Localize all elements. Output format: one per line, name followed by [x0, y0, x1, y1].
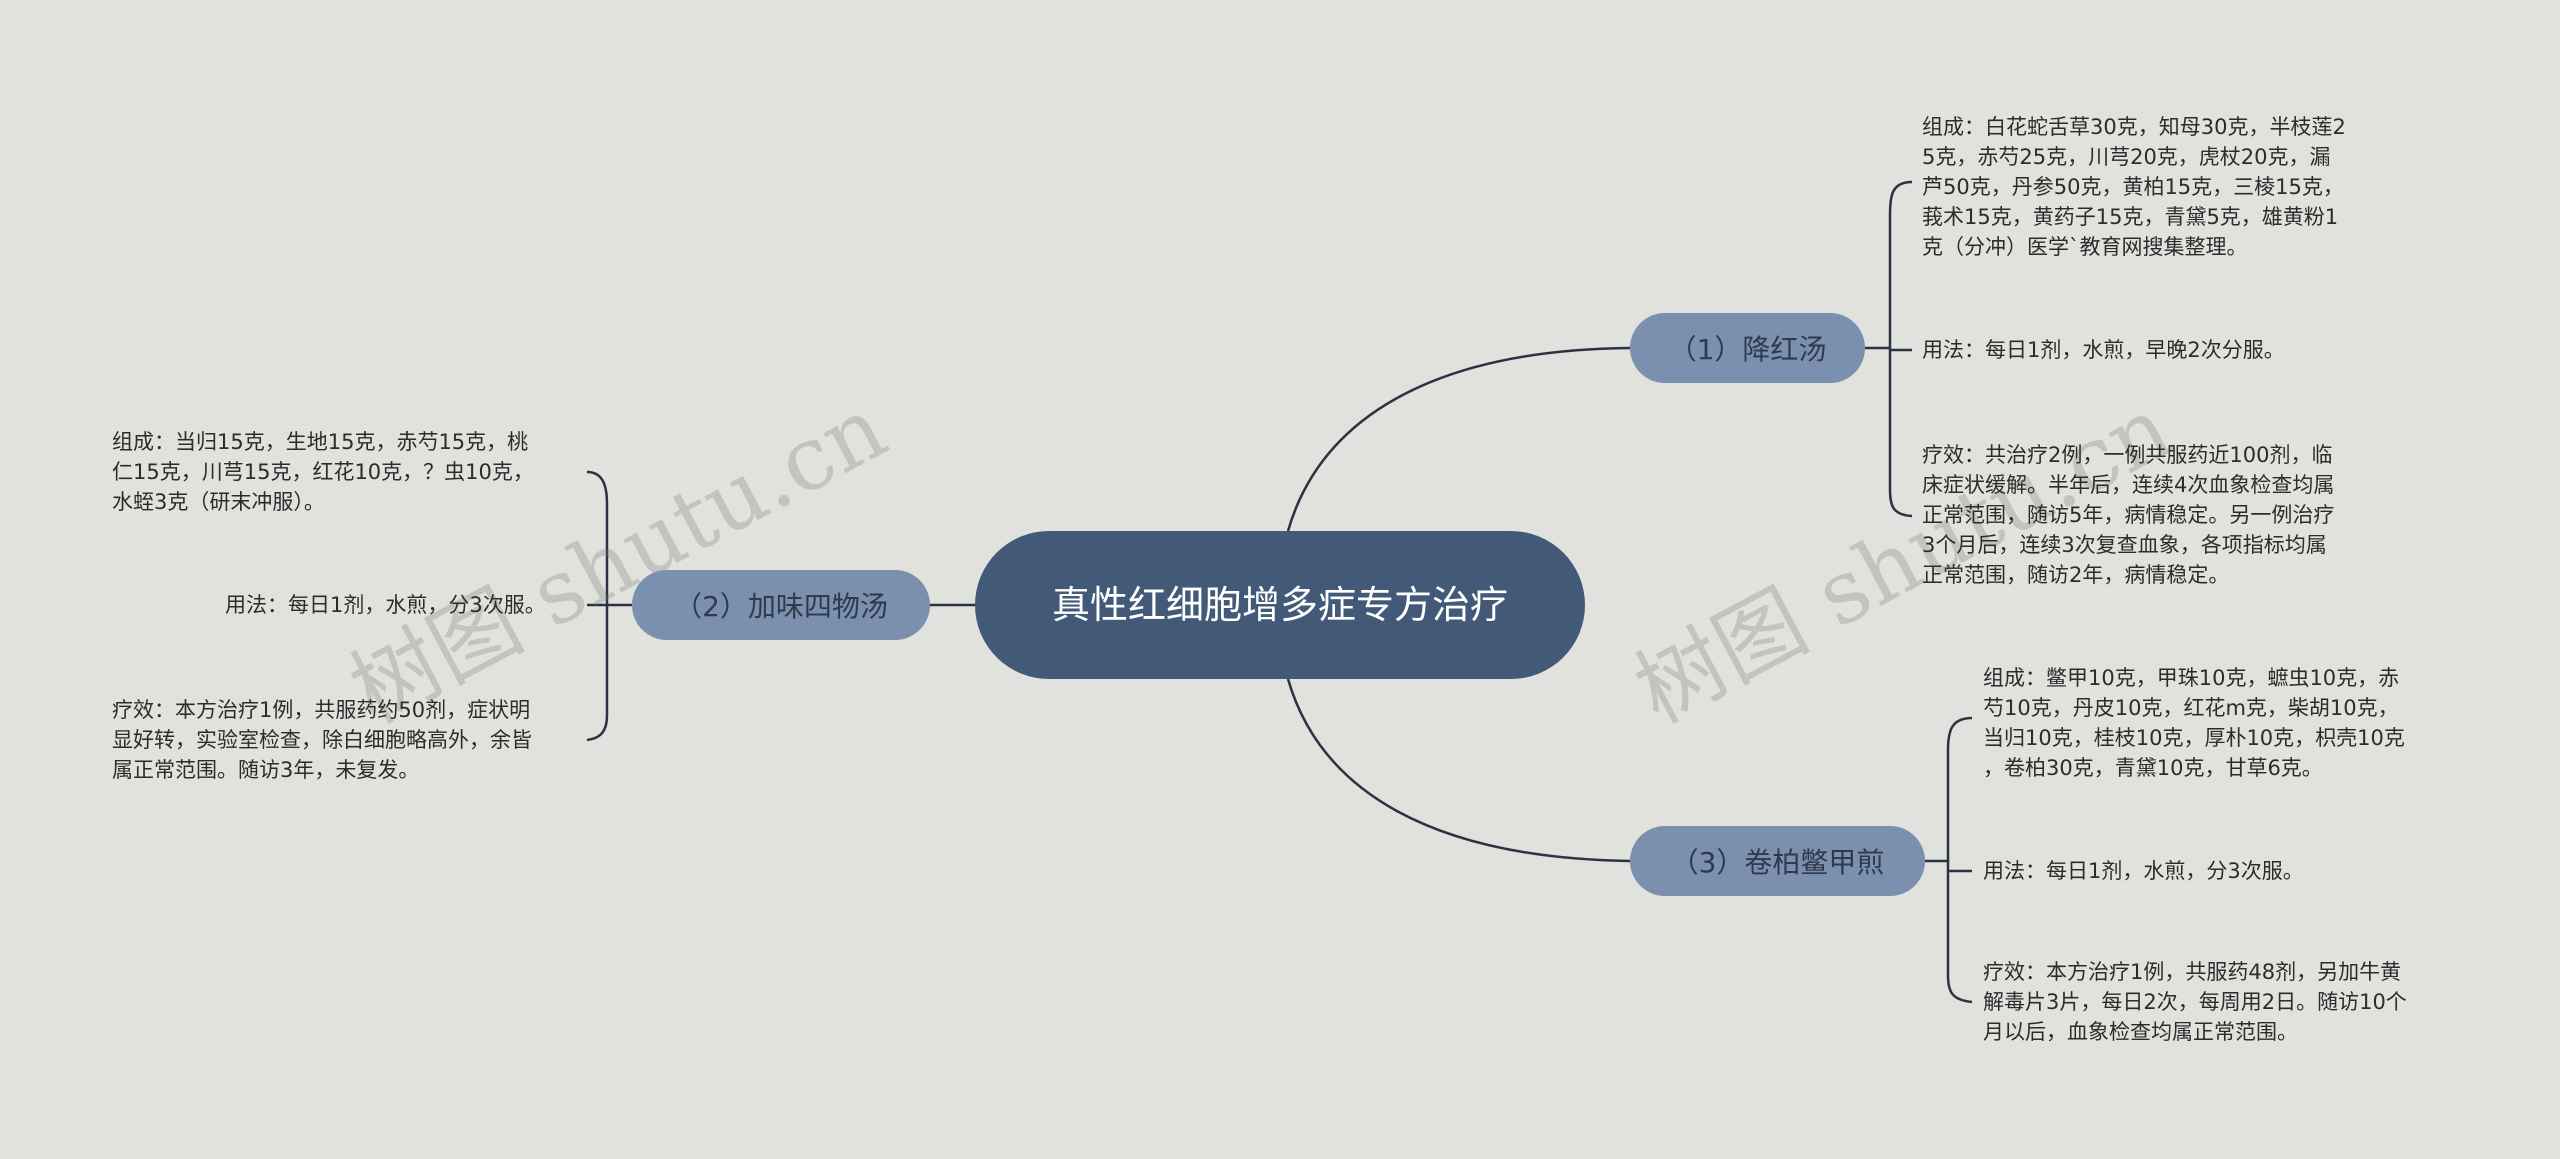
leaf-usage-3: 用法：每日1剂，水煎，分3次服。	[1983, 859, 2304, 883]
leaf-composition-3: 组成：鳖甲10克，甲珠10克，蟅虫10克，赤 芍10克，丹皮10克，红花m克，柴…	[1983, 666, 2405, 780]
leaf-efficacy-1: 疗效：共治疗2例，一例共服药近100剂，临 床症状缓解。半年后，连续4次血象检查…	[1922, 443, 2335, 587]
root-node[interactable]: 真性红细胞增多症专方治疗	[975, 531, 1585, 679]
leaf-efficacy-2: 疗效：本方治疗1例，共服药约50剂，症状明 显好转，实验室检查，除白细胞略高外，…	[112, 698, 532, 782]
leaf-usage-1: 用法：每日1剂，水煎，早晚2次分服。	[1922, 338, 2285, 362]
root-title: 真性红细胞增多症专方治疗	[1051, 583, 1508, 627]
connector-root-branch1	[1286, 346, 1631, 532]
branch-label: （2）加味四物汤	[674, 590, 888, 623]
leaf-usage-2: 用法：每日1剂，水煎，分3次服。	[225, 593, 546, 617]
branch-node-1[interactable]: （1）降红汤	[1630, 313, 1865, 383]
leaf-efficacy-3: 疗效：本方治疗1例，共服药48剂，另加牛黄 解毒片3片，每日2次，每周用2日。随…	[1983, 960, 2407, 1044]
leaf-composition-1: 组成：白花蛇舌草30克，知母30克，半枝莲2 5克，赤芍25克，川芎20克，虎杖…	[1922, 115, 2346, 259]
leaf-composition-2: 组成：当归15克，生地15克，赤芍15克，桃 仁15克，川芎15克，红花10克，…	[112, 430, 534, 514]
branch-label: （3）卷柏鳖甲煎	[1670, 846, 1885, 879]
branch-node-3[interactable]: （3）卷柏鳖甲煎	[1630, 826, 1925, 896]
branch-label: （1）降红汤	[1668, 333, 1827, 366]
connector-root-branch3	[1286, 678, 1631, 863]
branch-node-2[interactable]: （2）加味四物汤	[632, 570, 930, 640]
